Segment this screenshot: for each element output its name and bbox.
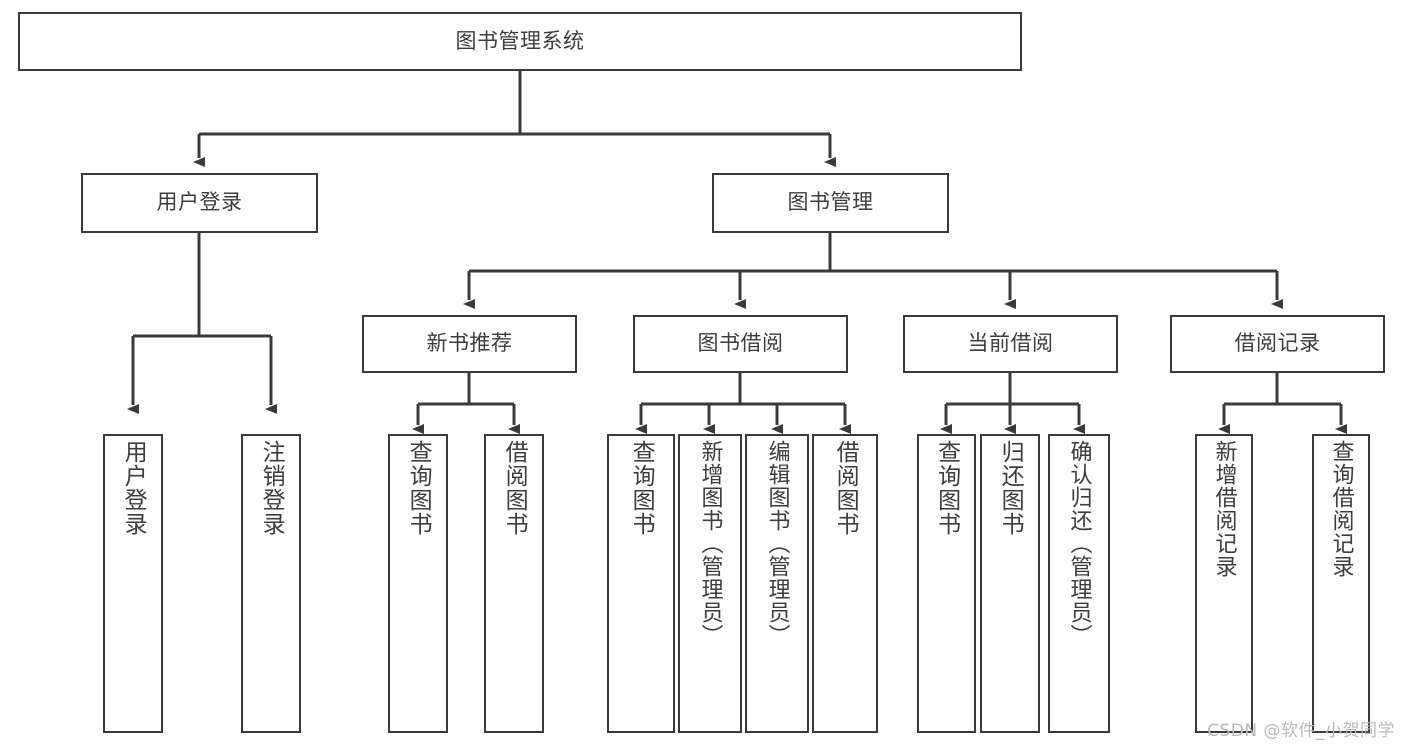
leaf-borrow-edit-book-admin[interactable]: 编辑图书（管理员） xyxy=(745,434,809,733)
leaf-user-login-logout[interactable]: 注销登录 xyxy=(241,434,301,733)
node-borrow-record[interactable]: 借阅记录 xyxy=(1170,315,1385,373)
node-label: 查询图书 xyxy=(405,440,432,536)
node-label: 新增图书（管理员） xyxy=(697,440,723,647)
node-label: 新书推荐 xyxy=(426,331,513,356)
node-label: 归还图书 xyxy=(997,440,1024,536)
leaf-borrow-add-book-admin[interactable]: 新增图书（管理员） xyxy=(678,434,742,733)
node-label: 注销登录 xyxy=(258,440,285,536)
node-label: 编辑图书（管理员） xyxy=(764,440,790,647)
node-book-management[interactable]: 图书管理 xyxy=(712,173,949,233)
leaf-record-query-record[interactable]: 查询借阅记录 xyxy=(1312,434,1370,733)
node-label: 借阅图书 xyxy=(832,440,859,536)
node-new-book-recommend[interactable]: 新书推荐 xyxy=(362,315,577,373)
leaf-borrow-borrow-book[interactable]: 借阅图书 xyxy=(812,434,878,733)
node-label: 图书借阅 xyxy=(697,331,784,356)
node-root-system[interactable]: 图书管理系统 xyxy=(18,12,1022,71)
leaf-borrow-query-book[interactable]: 查询图书 xyxy=(607,434,675,733)
node-book-borrow[interactable]: 图书借阅 xyxy=(633,315,848,373)
leaf-current-confirm-return-admin[interactable]: 确认归还（管理员） xyxy=(1048,434,1110,733)
node-label: 确认归还（管理员） xyxy=(1066,440,1092,647)
leaf-current-query-book[interactable]: 查询图书 xyxy=(917,434,976,733)
node-user-login[interactable]: 用户登录 xyxy=(81,173,318,233)
node-label: 新增借阅记录 xyxy=(1211,440,1237,578)
node-label: 用户登录 xyxy=(120,440,147,536)
node-label: 借阅图书 xyxy=(501,440,528,536)
leaf-user-login-login[interactable]: 用户登录 xyxy=(103,434,163,733)
node-label: 用户登录 xyxy=(156,190,243,215)
leaf-record-add-record[interactable]: 新增借阅记录 xyxy=(1195,434,1253,733)
node-label: 当前借阅 xyxy=(967,331,1054,356)
node-label: 借阅记录 xyxy=(1234,331,1321,356)
csdn-watermark: CSDN @软件_小贺同学 xyxy=(1207,721,1395,741)
node-label: 查询图书 xyxy=(933,440,960,536)
leaf-current-return-book[interactable]: 归还图书 xyxy=(980,434,1040,733)
node-label: 图书管理 xyxy=(787,190,874,215)
leaf-new-book-query[interactable]: 查询图书 xyxy=(388,434,448,733)
node-current-borrow[interactable]: 当前借阅 xyxy=(903,315,1118,373)
node-label: 图书管理系统 xyxy=(455,28,585,53)
node-label: 查询图书 xyxy=(628,440,655,536)
leaf-new-book-borrow[interactable]: 借阅图书 xyxy=(484,434,544,733)
node-label: 查询借阅记录 xyxy=(1328,440,1354,578)
